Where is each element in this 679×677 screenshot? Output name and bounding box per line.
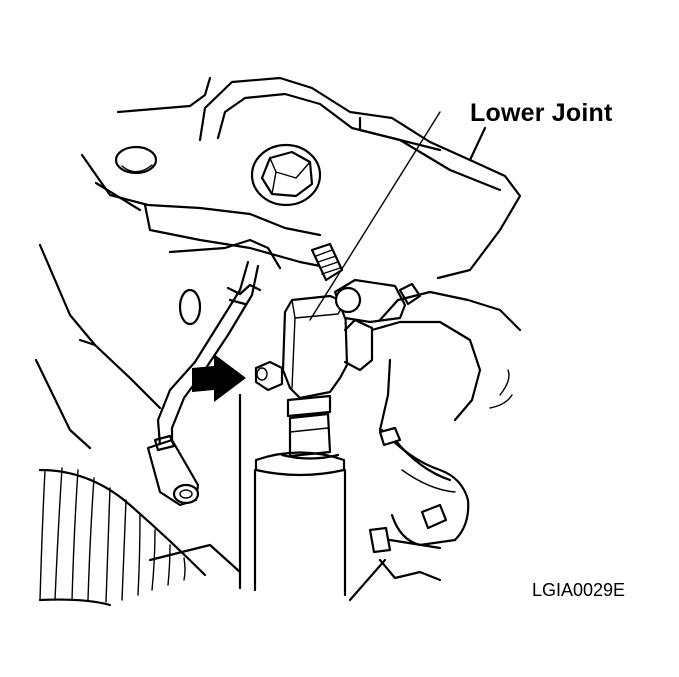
upper-bracket xyxy=(80,76,522,280)
callout-label: Lower Joint xyxy=(470,99,613,127)
right-side-mechanism xyxy=(333,278,522,432)
left-panel xyxy=(34,238,282,450)
mounting-bolt xyxy=(250,143,322,207)
brake-pipe xyxy=(156,260,262,450)
corrugated-boot xyxy=(38,467,242,607)
lower-joint xyxy=(254,294,349,460)
callout-leader xyxy=(309,111,441,321)
pipe-connector xyxy=(146,434,200,507)
pointer-arrow xyxy=(192,354,246,402)
bracket-hole xyxy=(114,145,158,175)
spring-coupler xyxy=(310,242,344,282)
right-boot xyxy=(348,426,470,602)
figure-code: LGIA0029E xyxy=(532,580,626,600)
